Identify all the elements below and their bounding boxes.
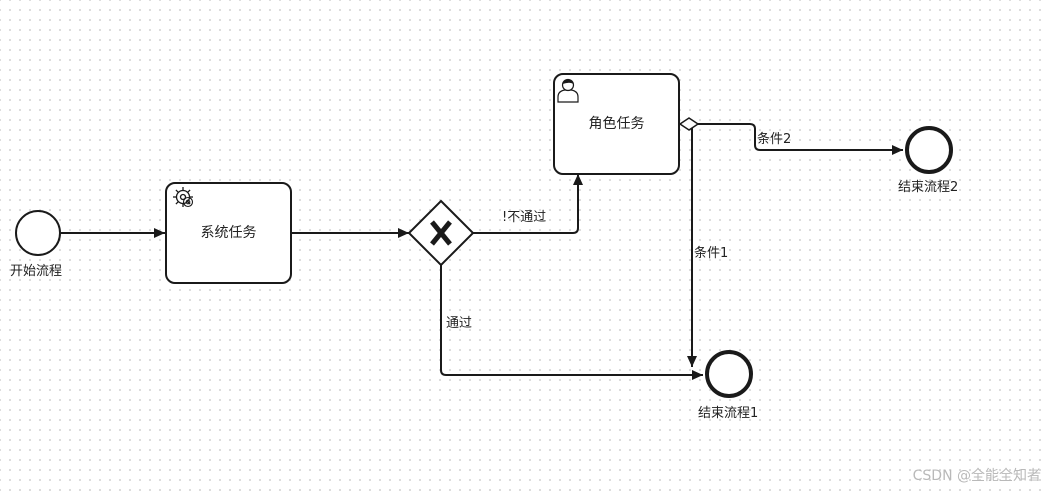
user-task[interactable] — [553, 73, 680, 175]
service-task[interactable] — [165, 182, 292, 284]
flow-label-condition-2: 条件2 — [757, 132, 792, 147]
flow-label-reject: !不通过 — [502, 210, 547, 225]
flow-label-condition-1: 条件1 — [694, 246, 729, 261]
end-event-2-label: 结束流程2 — [898, 180, 959, 195]
user-task-label: 角色任务 — [588, 116, 645, 132]
start-event[interactable] — [15, 210, 61, 256]
end-event-2[interactable] — [905, 126, 953, 174]
watermark: CSDN @全能全知者 — [912, 468, 1041, 484]
service-task-label: 系统任务 — [200, 225, 257, 241]
conditional-flow-marker — [678, 117, 700, 131]
x-marker — [430, 220, 452, 246]
start-event-label: 开始流程 — [10, 264, 63, 279]
end-event-1-label: 结束流程1 — [698, 406, 759, 421]
gear-icon — [173, 187, 194, 208]
user-icon — [557, 78, 579, 103]
flow-reject-to-user-task[interactable] — [473, 174, 583, 234]
end-event-1[interactable] — [705, 350, 753, 398]
flow-condition-2-to-end-2[interactable] — [697, 123, 903, 155]
flow-label-pass: 通过 — [446, 316, 473, 331]
flow-pass-to-end-1[interactable] — [440, 265, 703, 380]
